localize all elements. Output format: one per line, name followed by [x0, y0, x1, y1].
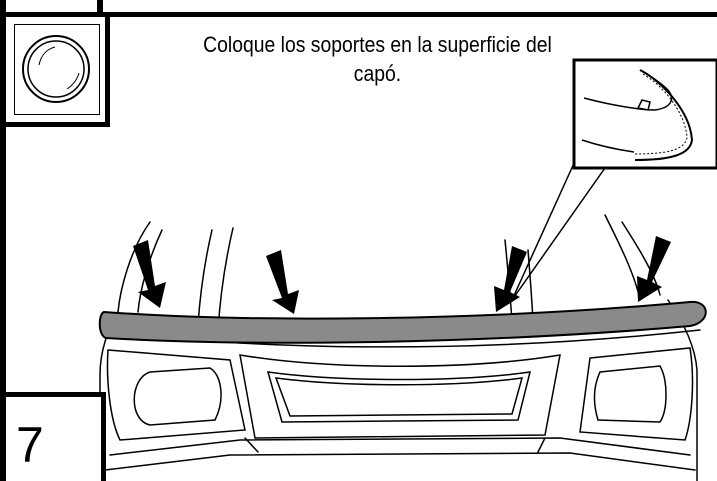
headlight-left-inner [133, 367, 222, 426]
hood-deflector [98, 300, 707, 344]
bumper-lower [104, 452, 696, 471]
grille-inner2 [274, 377, 524, 417]
detail-inset [572, 58, 717, 170]
headlight-right-inner [593, 365, 667, 423]
cab-line [217, 227, 234, 331]
down-arrow-icon [637, 236, 671, 302]
headlight-right [579, 347, 694, 441]
grille-outer [239, 354, 561, 439]
down-arrow-icon [494, 246, 527, 312]
instruction-line-2: capó. [353, 61, 402, 86]
cab-line [117, 221, 151, 313]
frame-top-tab [97, 0, 103, 16]
frame-left-border [0, 0, 6, 481]
grille-inner [266, 371, 531, 423]
down-arrow-icon [266, 250, 299, 314]
instruction-text: Coloque los soportes en la superficie de… [173, 30, 582, 88]
bumper [109, 437, 691, 456]
lens-icon-frame [14, 24, 100, 115]
cab-line [197, 229, 213, 326]
frame-top-border [0, 12, 717, 17]
cab-line [604, 214, 641, 301]
bumper-step [244, 437, 546, 453]
lens-icon-box [6, 17, 110, 127]
down-arrow-icon [133, 240, 166, 308]
callout-line [511, 149, 613, 301]
instruction-line-1: Coloque los soportes en la superficie de… [203, 32, 552, 57]
step-number: 7 [16, 417, 44, 473]
magnifier-lens-icon [22, 35, 90, 103]
headlight-left [106, 349, 246, 441]
step-number-box: 7 [6, 392, 106, 481]
